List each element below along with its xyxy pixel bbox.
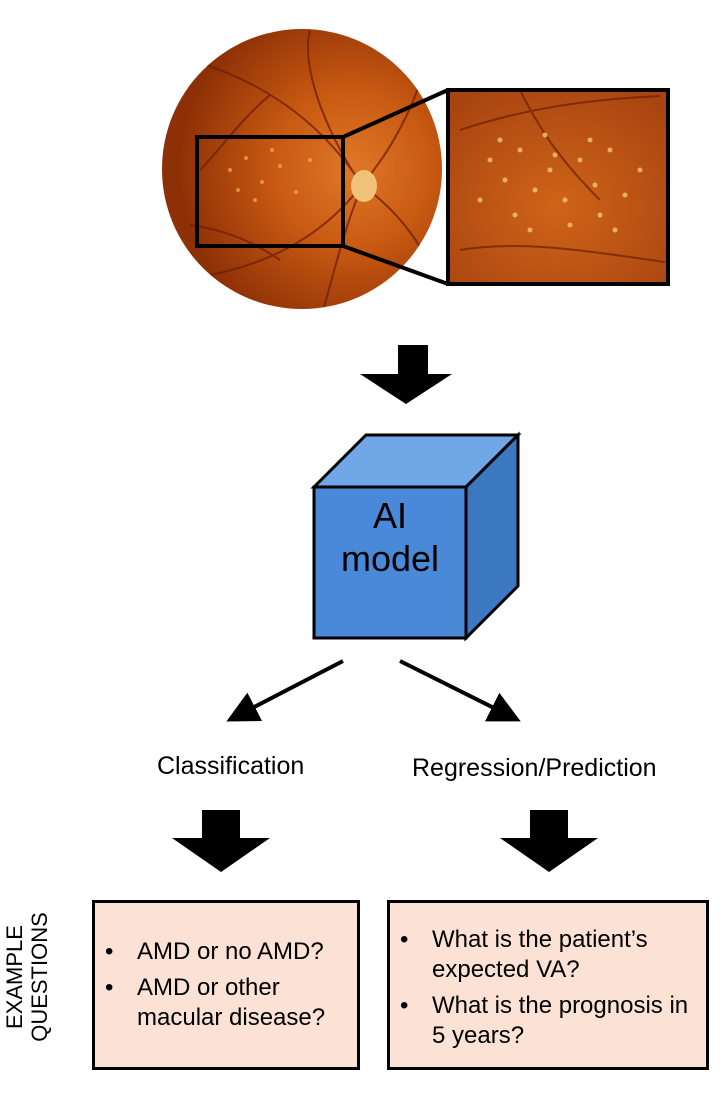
model-label: AI model bbox=[314, 494, 466, 580]
fundus-image-icon bbox=[162, 29, 442, 309]
classification-label: Classification bbox=[157, 752, 305, 780]
ai-model-cube bbox=[310, 431, 522, 642]
branch-arrow-right bbox=[399, 659, 521, 722]
zoom-connector-bottom bbox=[342, 244, 449, 286]
regression-questions-box: What is the patient’s expected VA? What … bbox=[387, 900, 709, 1070]
down-arrow-right-icon bbox=[500, 810, 598, 872]
selection-box bbox=[195, 135, 345, 248]
question-item: What is the prognosis in 5 years? bbox=[390, 991, 700, 1051]
side-label-line2: QUESTIONS bbox=[27, 912, 52, 1042]
example-questions-label: EXAMPLE QUESTIONS bbox=[2, 892, 52, 1062]
side-label-line1: EXAMPLE bbox=[2, 925, 27, 1029]
regression-label: Regression/Prediction bbox=[412, 754, 657, 782]
zoomed-fundus-icon bbox=[446, 88, 670, 286]
down-arrow-left-icon bbox=[172, 810, 270, 872]
branch-arrow-left bbox=[226, 659, 344, 722]
classification-questions-box: AMD or no AMD? AMD or other macular dise… bbox=[92, 900, 360, 1070]
question-item: AMD or other macular disease? bbox=[95, 973, 351, 1033]
model-label-line1: AI bbox=[372, 495, 407, 536]
question-item: What is the patient’s expected VA? bbox=[390, 925, 700, 985]
down-arrow-icon bbox=[360, 345, 452, 404]
zoom-connector-top bbox=[342, 88, 449, 139]
question-item: AMD or no AMD? bbox=[95, 937, 351, 967]
model-label-line2: model bbox=[340, 538, 440, 579]
